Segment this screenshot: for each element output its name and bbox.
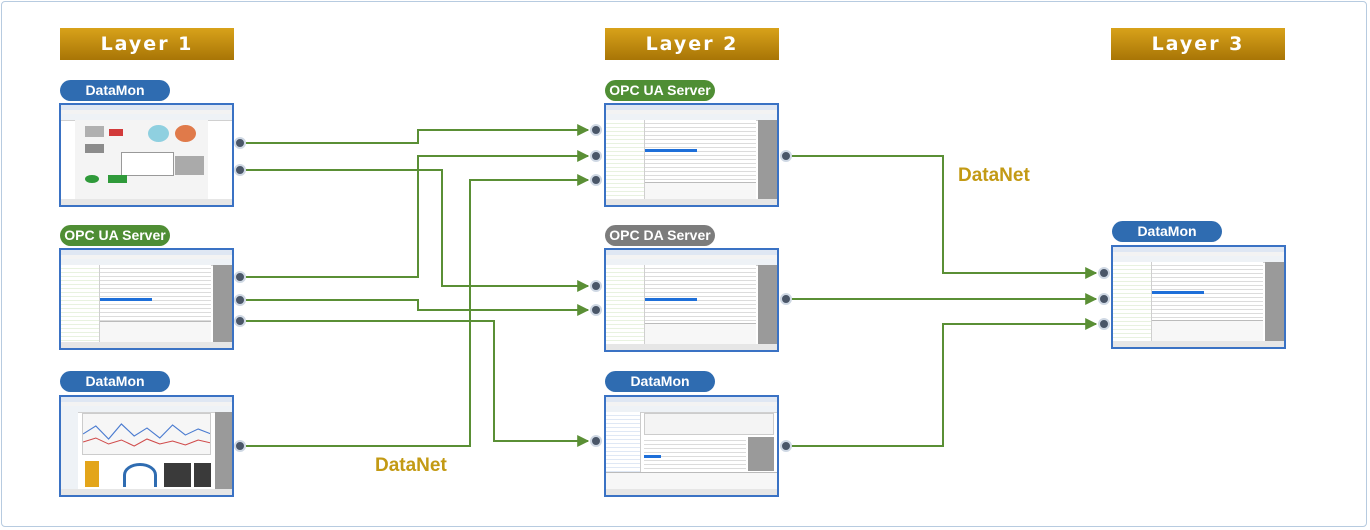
l3-datamon-in-port-1[interactable] bbox=[1098, 267, 1110, 279]
l2-opcua-screenshot bbox=[604, 103, 779, 207]
l2-opcua-label: OPC UA Server bbox=[605, 80, 715, 101]
wire-l1a-to-l2opcua-1 bbox=[246, 124, 590, 144]
layer-1-banner: Layer 1 bbox=[60, 28, 234, 60]
wire-l1b-to-l2datamon bbox=[246, 320, 590, 447]
l1-opcua-label: OPC UA Server bbox=[60, 225, 170, 246]
l2-opcua-in-port-1[interactable] bbox=[590, 124, 602, 136]
l2-opcda-in-port-1[interactable] bbox=[590, 280, 602, 292]
l2-opcda-label: OPC DA Server bbox=[605, 225, 715, 246]
wire-l1c-to-l2opcua-3 bbox=[246, 174, 590, 447]
l3-datamon-in-port-2[interactable] bbox=[1098, 293, 1110, 305]
l2-datamon-in-port[interactable] bbox=[590, 435, 602, 447]
l2-datamon-label: DataMon bbox=[605, 371, 715, 392]
l1-opcua-screenshot bbox=[59, 248, 234, 350]
l2-opcda-in-port-2[interactable] bbox=[590, 304, 602, 316]
l1-datamon-top-port-2[interactable] bbox=[234, 164, 246, 176]
l1-datamon-top-screenshot bbox=[59, 103, 234, 207]
l3-datamon-screenshot bbox=[1111, 245, 1286, 349]
layer-3-banner: Layer 3 bbox=[1111, 28, 1285, 60]
l1-datamon-bottom-screenshot bbox=[59, 395, 234, 497]
l3-datamon-in-port-3[interactable] bbox=[1098, 318, 1110, 330]
datanet-label-left: DataNet bbox=[375, 455, 447, 476]
wire-l1a-to-l2opcda-1 bbox=[246, 169, 590, 292]
l1-datamon-bottom-label: DataMon bbox=[60, 371, 170, 392]
wire-l1b-to-l2opcua-2 bbox=[246, 150, 590, 278]
layer-2-banner: Layer 2 bbox=[605, 28, 779, 60]
l2-datamon-screenshot bbox=[604, 395, 779, 497]
l3-datamon-label: DataMon bbox=[1112, 221, 1222, 242]
wire-l2datamon-to-l3 bbox=[790, 318, 1098, 447]
l2-opcua-in-port-3[interactable] bbox=[590, 174, 602, 186]
wire-l2opcua-to-l3 bbox=[790, 155, 1098, 279]
l1-opcua-port-3[interactable] bbox=[234, 315, 246, 327]
l2-datamon-out-port[interactable] bbox=[780, 440, 792, 452]
l2-opcda-screenshot bbox=[604, 248, 779, 352]
l1-datamon-bottom-port[interactable] bbox=[234, 440, 246, 452]
wire-l1b-to-l2opcda-2 bbox=[246, 299, 590, 316]
l1-opcua-port-2[interactable] bbox=[234, 294, 246, 306]
l2-opcua-out-port[interactable] bbox=[780, 150, 792, 162]
l1-datamon-top-label: DataMon bbox=[60, 80, 170, 101]
l1-datamon-top-port-1[interactable] bbox=[234, 137, 246, 149]
l2-opcua-in-port-2[interactable] bbox=[590, 150, 602, 162]
l1-opcua-port-1[interactable] bbox=[234, 271, 246, 283]
datanet-label-right: DataNet bbox=[958, 165, 1030, 186]
l2-opcda-out-port[interactable] bbox=[780, 293, 792, 305]
